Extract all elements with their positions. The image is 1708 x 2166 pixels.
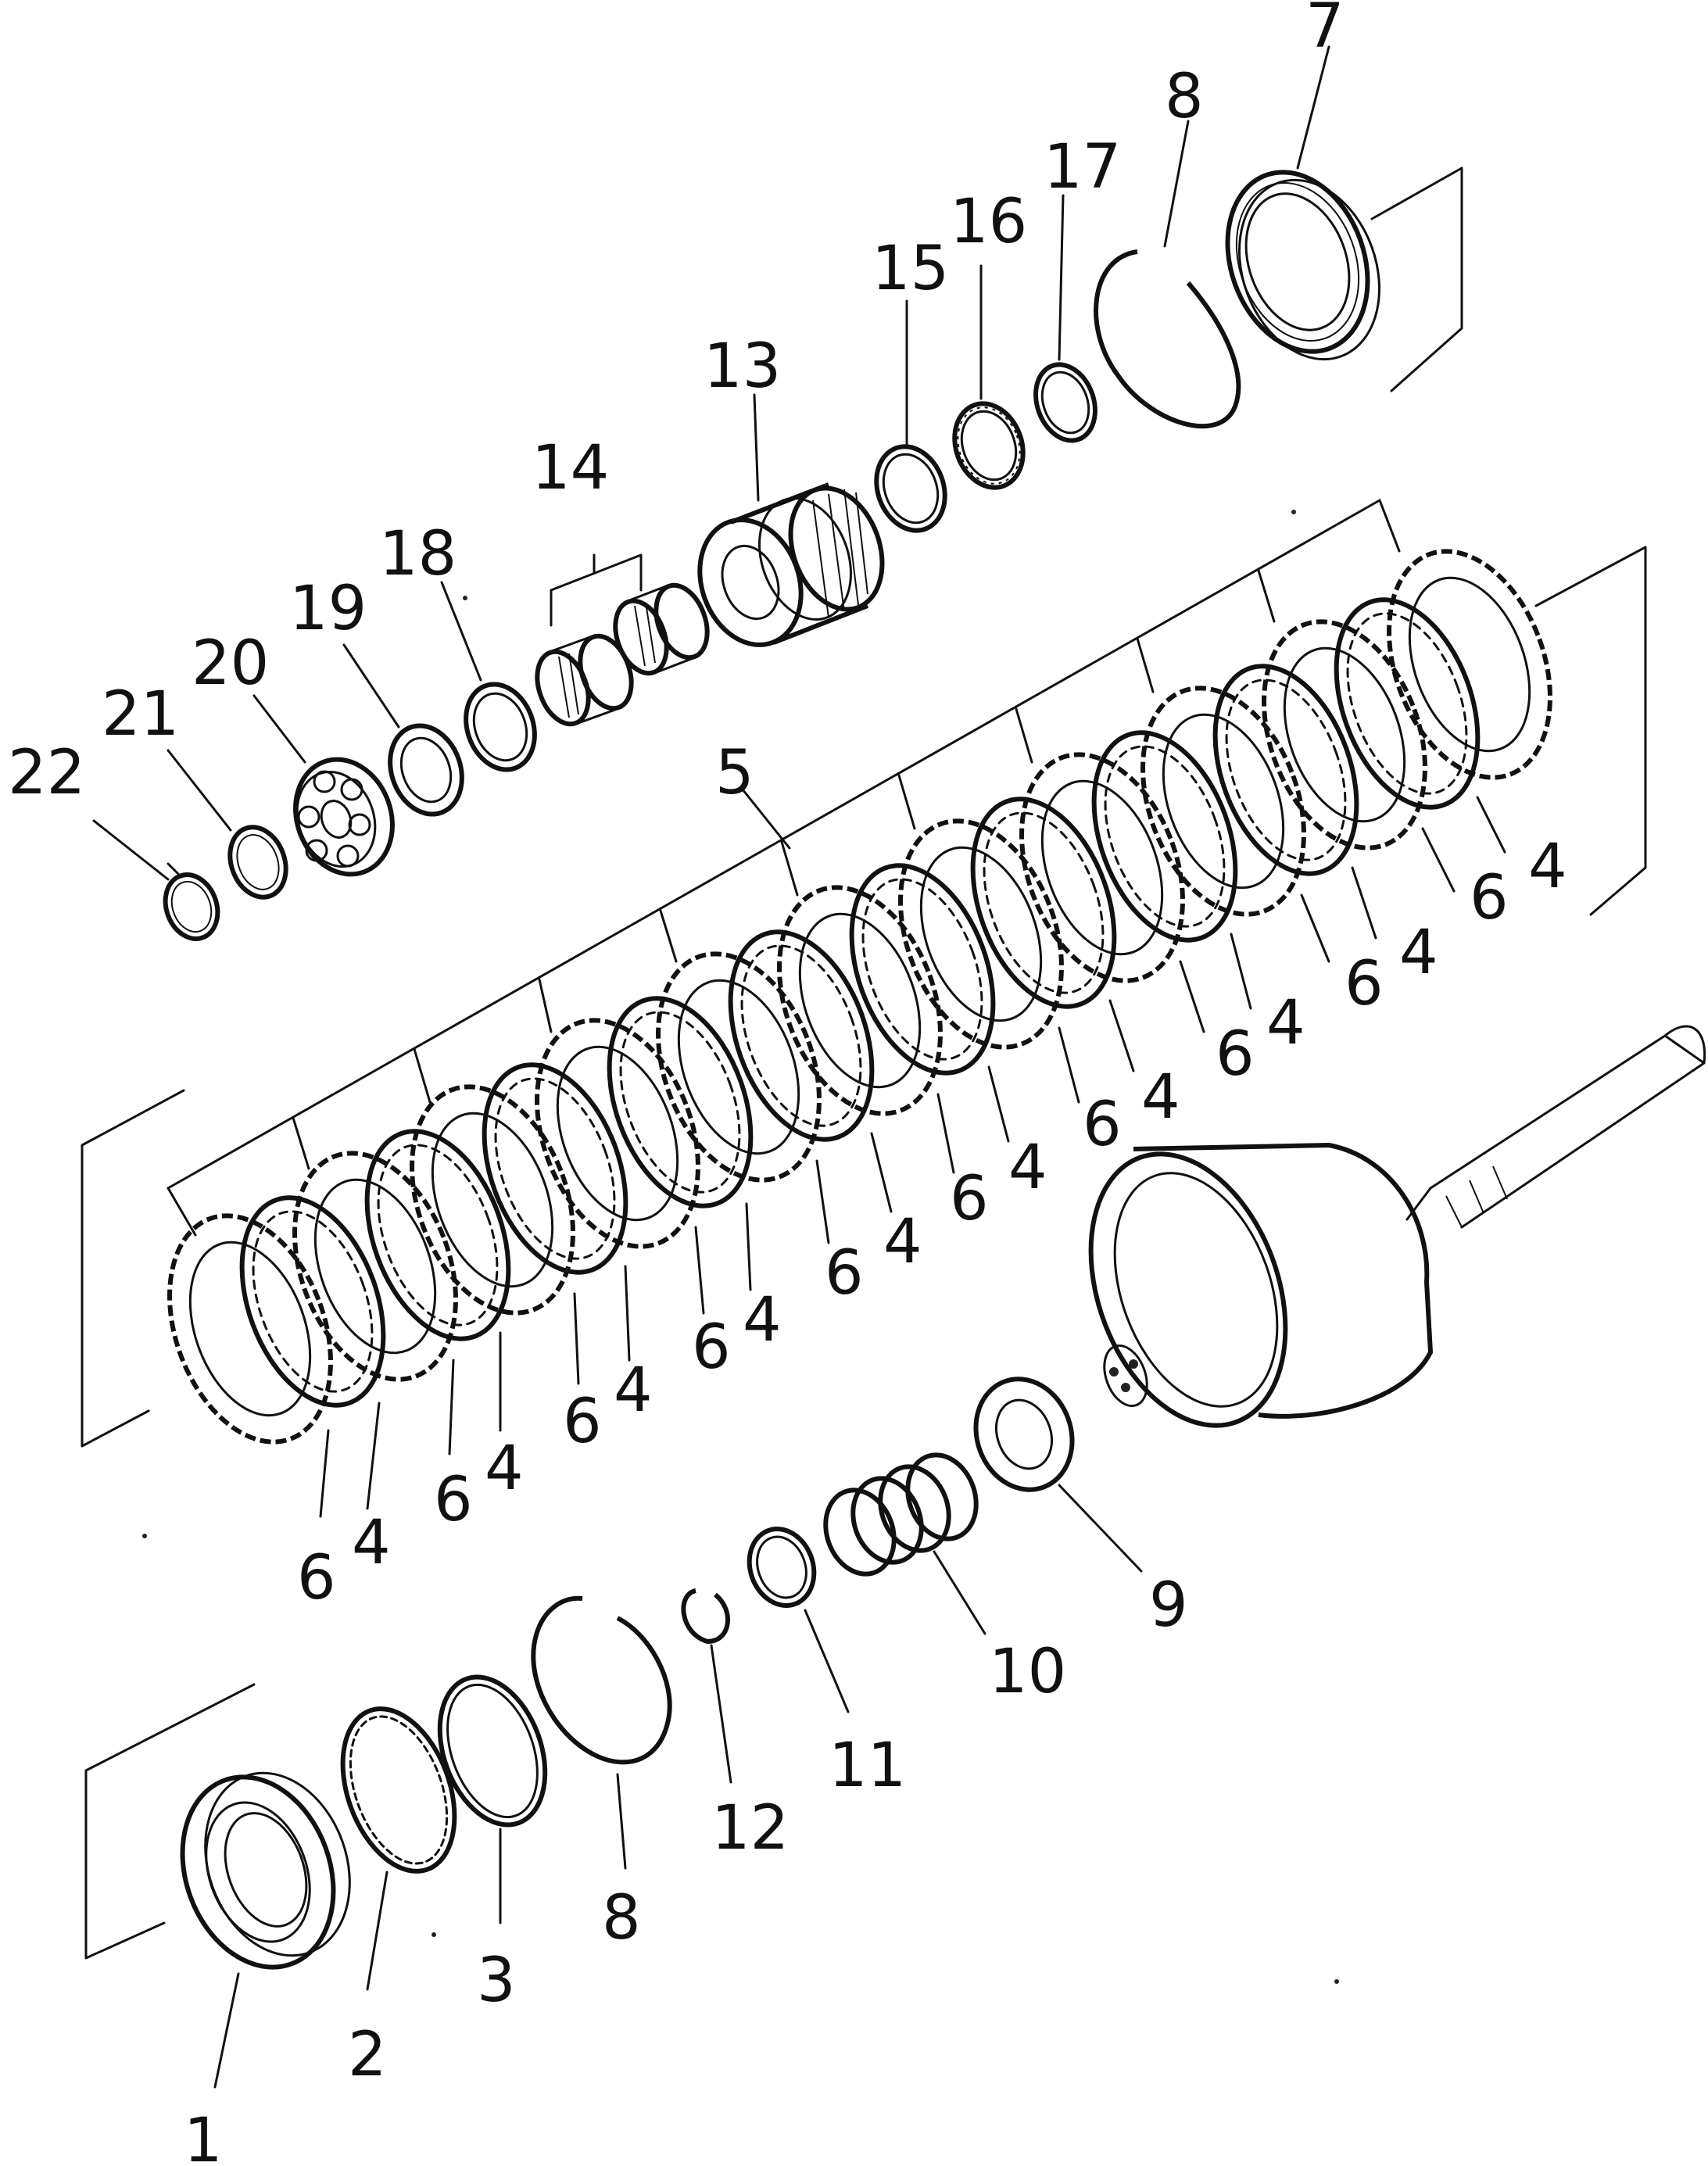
callout-3: 3 bbox=[477, 1946, 516, 2016]
snap-ring-8-bottom bbox=[531, 1595, 672, 1765]
leader-11 bbox=[804, 1609, 850, 1713]
clutch-drum-shaft bbox=[1088, 1025, 1706, 1428]
callout-4-d: 4 bbox=[743, 1285, 782, 1355]
leader-9 bbox=[1058, 1484, 1143, 1573]
ring-21 bbox=[227, 825, 288, 900]
callout-18: 18 bbox=[379, 519, 457, 589]
callout-1: 1 bbox=[184, 2106, 223, 2166]
ring-18 bbox=[464, 682, 537, 772]
leader-8-top bbox=[1163, 120, 1190, 248]
callout-8-bottom: 8 bbox=[602, 1883, 641, 1953]
callout-4-h: 4 bbox=[1266, 988, 1305, 1058]
bracket-right bbox=[1534, 546, 1647, 916]
callout-4-i: 4 bbox=[1399, 918, 1438, 988]
piston-7 bbox=[1225, 170, 1380, 361]
top-parts-row: 22 21 20 19 bbox=[8, 0, 1463, 941]
snap-ring-22 bbox=[163, 862, 220, 941]
clutch-pack: 5 bbox=[81, 499, 1647, 1613]
piston-1 bbox=[180, 1771, 351, 1970]
callout-22: 22 bbox=[8, 738, 85, 808]
leader-7 bbox=[1296, 45, 1330, 170]
leader-8-bottom bbox=[616, 1773, 627, 1870]
callout-14: 14 bbox=[532, 433, 609, 503]
callout-17: 17 bbox=[1044, 132, 1121, 202]
leader-14 bbox=[550, 553, 643, 627]
callout-6-d: 6 bbox=[692, 1312, 731, 1383]
callout-6-e: 6 bbox=[825, 1238, 864, 1309]
ball-bearing-20 bbox=[293, 757, 395, 877]
callout-6-i: 6 bbox=[1345, 949, 1384, 1019]
callout-15: 15 bbox=[872, 234, 949, 304]
callout-5: 5 bbox=[715, 738, 754, 808]
ring-3 bbox=[437, 1674, 548, 1828]
callout-9: 9 bbox=[1149, 1570, 1188, 1641]
clutch-discs bbox=[167, 549, 1552, 1445]
callout-6-b: 6 bbox=[434, 1465, 473, 1535]
callout-4-c: 4 bbox=[614, 1355, 653, 1426]
callout-4-a: 4 bbox=[352, 1508, 391, 1578]
callout-6-f: 6 bbox=[950, 1164, 989, 1234]
snap-ring-12 bbox=[681, 1588, 730, 1645]
leader-19 bbox=[342, 643, 400, 729]
clutch-leaders bbox=[319, 796, 1506, 1518]
callout-7: 7 bbox=[1305, 0, 1345, 62]
callout-6-c: 6 bbox=[563, 1387, 602, 1457]
callout-4-b: 4 bbox=[485, 1434, 524, 1504]
leader-10 bbox=[933, 1550, 986, 1635]
callout-10: 10 bbox=[989, 1637, 1066, 1707]
callout-6-h: 6 bbox=[1216, 1019, 1255, 1090]
callout-11: 11 bbox=[829, 1731, 906, 1801]
needle-bearing-14 bbox=[535, 582, 710, 727]
callout-4-j: 4 bbox=[1528, 832, 1567, 902]
callout-13: 13 bbox=[704, 331, 781, 402]
callout-2: 2 bbox=[348, 2020, 387, 2090]
leader-22 bbox=[92, 819, 170, 881]
callout-16: 16 bbox=[950, 187, 1027, 257]
leader-21 bbox=[167, 749, 232, 832]
callout-4-g: 4 bbox=[1141, 1062, 1180, 1133]
plate-spacing-ticks bbox=[167, 499, 1401, 1237]
bracket-bottom-left bbox=[84, 1683, 256, 1960]
bracket-top-right bbox=[1370, 166, 1463, 392]
bracket-left bbox=[81, 1089, 185, 1448]
washer-9 bbox=[973, 1377, 1075, 1492]
callout-6-a: 6 bbox=[297, 1543, 336, 1613]
callout-4-f: 4 bbox=[1008, 1133, 1047, 1203]
spring-10 bbox=[823, 1452, 979, 1577]
leader-20 bbox=[252, 694, 306, 764]
ring-2 bbox=[340, 1706, 457, 1874]
callout-4-e: 4 bbox=[883, 1207, 922, 1277]
leader-13 bbox=[753, 393, 760, 502]
leader-5 bbox=[741, 788, 791, 850]
ring-11 bbox=[747, 1527, 817, 1608]
ring-17 bbox=[1033, 362, 1097, 443]
leader-1 bbox=[213, 1972, 240, 2089]
callout-6-g: 6 bbox=[1083, 1090, 1122, 1160]
ring-16 bbox=[952, 401, 1026, 490]
plate-spacing-line bbox=[167, 499, 1381, 1190]
leader-2 bbox=[366, 1871, 389, 1991]
gear-hub-13 bbox=[697, 482, 885, 647]
leader-18 bbox=[440, 581, 482, 682]
leader-12 bbox=[710, 1644, 732, 1784]
callout-19: 19 bbox=[289, 574, 367, 644]
washer-19 bbox=[388, 723, 464, 817]
callout-12: 12 bbox=[711, 1793, 789, 1863]
callout-6-j: 6 bbox=[1470, 863, 1509, 933]
callout-8-top: 8 bbox=[1165, 62, 1204, 132]
callout-21: 21 bbox=[102, 679, 179, 750]
snap-ring-8-top bbox=[1094, 249, 1241, 429]
ring-15 bbox=[874, 444, 947, 533]
callout-20: 20 bbox=[192, 628, 269, 699]
leader-17 bbox=[1058, 194, 1065, 361]
